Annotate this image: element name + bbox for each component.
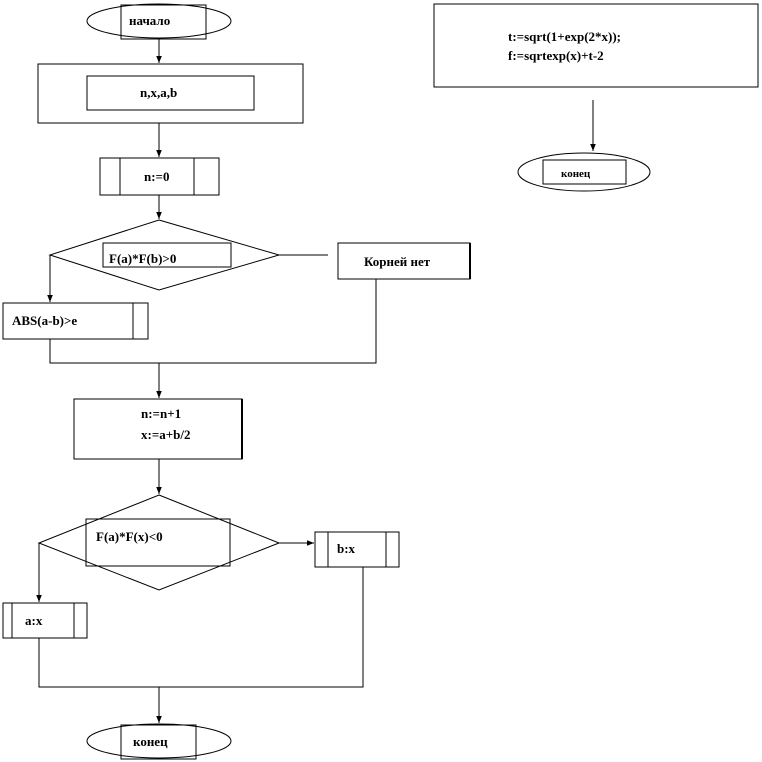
decision-2-diamond — [37, 494, 281, 591]
function-line-2: f:=sqrtexp(x)+t-2 — [508, 48, 604, 63]
loop-condition-label: ABS(a-b)>e — [12, 313, 77, 328]
end-terminator — [86, 723, 232, 759]
start-label: начало — [129, 13, 170, 28]
input-outer-box — [37, 63, 304, 124]
assign-a-box — [2, 602, 88, 639]
end-inner-box — [120, 724, 197, 760]
end-label: конец — [133, 734, 168, 749]
input-inner-box — [86, 75, 255, 111]
update-line-2: x:=a+b/2 — [141, 427, 191, 442]
decision-2-inner-box — [85, 518, 231, 567]
function-end-terminator — [517, 152, 651, 192]
function-box — [433, 3, 759, 88]
decision-2-label: F(a)*F(x)<0 — [96, 529, 163, 544]
decision-1-diamond — [48, 219, 281, 291]
assign-b-box — [314, 531, 400, 568]
init-label: n:=0 — [144, 169, 169, 184]
loop-condition-box — [2, 302, 149, 340]
decision-1-label: F(a)*F(b)>0 — [109, 251, 176, 266]
update-line-1: n:=n+1 — [141, 406, 181, 421]
start-inner-box — [120, 4, 207, 40]
function-end-inner-box — [542, 159, 627, 185]
no-roots-label: Корней нет — [364, 254, 431, 269]
function-end-label: конец — [561, 168, 591, 180]
function-line-1: t:=sqrt(1+exp(2*x)); — [508, 29, 621, 44]
assign-a-label: a:x — [25, 613, 43, 628]
assign-b-label: b:x — [337, 541, 356, 556]
input-label: n,x,a,b — [140, 85, 177, 100]
decision-1-inner-box — [102, 242, 232, 268]
